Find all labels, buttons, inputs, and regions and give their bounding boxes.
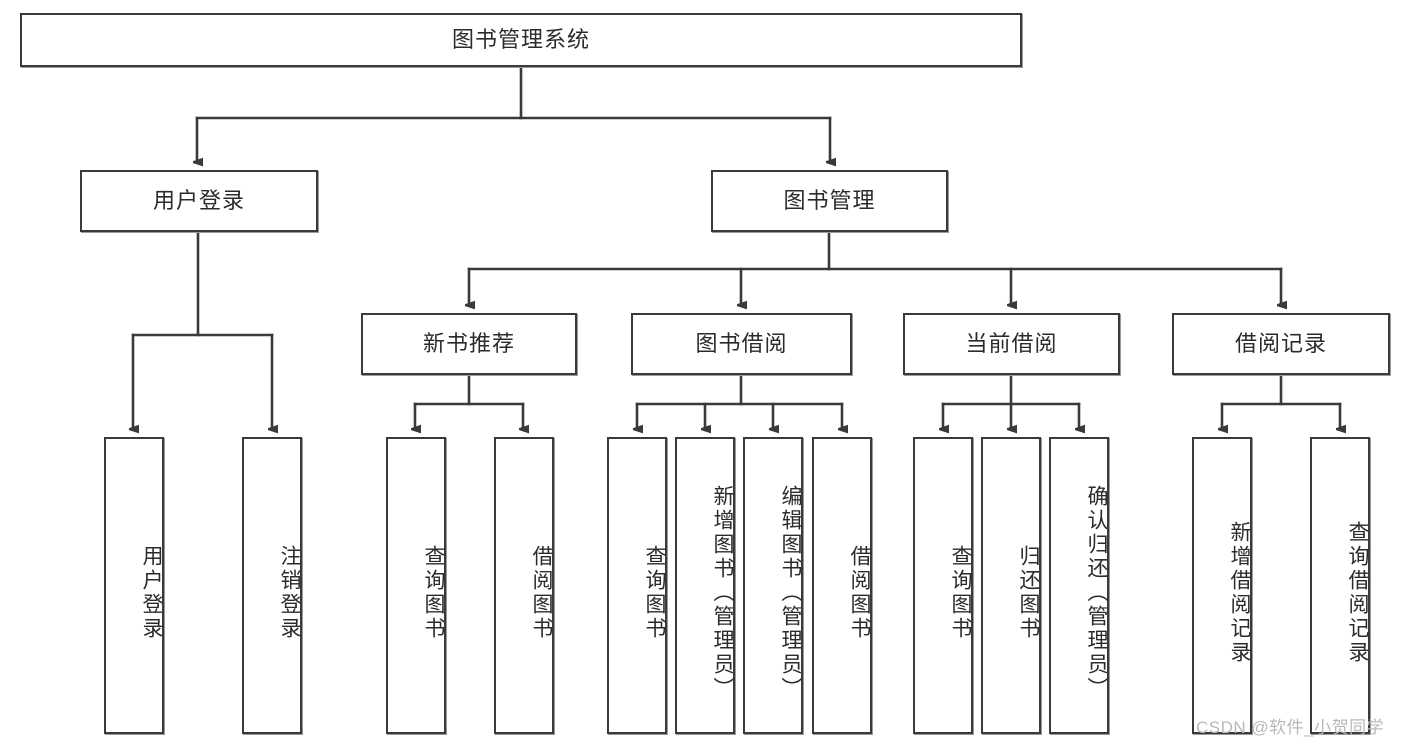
leaf-current-query-book[interactable]: 查询图书 <box>913 437 973 734</box>
leaf-label: 新增借阅记录 <box>1228 520 1251 665</box>
node-root-system[interactable]: 图书管理系统 <box>20 13 1022 67</box>
leaf-borrow-query-book[interactable]: 查询图书 <box>607 437 667 734</box>
leaf-label: 新增图书（管理员） <box>711 484 734 701</box>
leaf-label: 编辑图书（管理员） <box>779 484 802 701</box>
leaf-label: 借阅图书 <box>848 544 871 641</box>
leaf-recommend-borrow-book[interactable]: 借阅图书 <box>494 437 554 734</box>
leaf-record-query-record[interactable]: 查询借阅记录 <box>1310 437 1370 734</box>
leaf-recommend-query-book[interactable]: 查询图书 <box>386 437 446 734</box>
leaf-label: 查询图书 <box>643 544 666 641</box>
leaf-label: 查询借阅记录 <box>1346 520 1369 665</box>
leaf-user-login-signin[interactable]: 用户登录 <box>104 437 164 734</box>
leaf-label: 注销登录 <box>278 544 301 641</box>
leaf-borrow-edit-book-admin[interactable]: 编辑图书（管理员） <box>743 437 803 734</box>
leaf-label: 确认归还（管理员） <box>1085 484 1108 701</box>
leaf-current-confirm-return-admin[interactable]: 确认归还（管理员） <box>1049 437 1109 734</box>
watermark-text: CSDN @软件_小贺同学 <box>1196 718 1385 737</box>
node-new-book-recommend[interactable]: 新书推荐 <box>361 313 577 375</box>
leaf-user-login-signout[interactable]: 注销登录 <box>242 437 302 734</box>
leaf-current-return-book[interactable]: 归还图书 <box>981 437 1041 734</box>
leaf-label: 归还图书 <box>1017 544 1040 641</box>
leaf-label: 借阅图书 <box>530 544 553 641</box>
leaf-record-add-record[interactable]: 新增借阅记录 <box>1192 437 1252 734</box>
node-book-management[interactable]: 图书管理 <box>711 170 948 232</box>
leaf-label: 用户登录 <box>140 544 163 641</box>
leaf-borrow-borrow-book[interactable]: 借阅图书 <box>812 437 872 734</box>
node-user-login[interactable]: 用户登录 <box>80 170 318 232</box>
node-current-borrow[interactable]: 当前借阅 <box>903 313 1120 375</box>
leaf-borrow-add-book-admin[interactable]: 新增图书（管理员） <box>675 437 735 734</box>
node-book-borrow[interactable]: 图书借阅 <box>631 313 852 375</box>
leaf-label: 查询图书 <box>949 544 972 641</box>
leaf-label: 查询图书 <box>422 544 445 641</box>
node-borrow-record[interactable]: 借阅记录 <box>1172 313 1390 375</box>
